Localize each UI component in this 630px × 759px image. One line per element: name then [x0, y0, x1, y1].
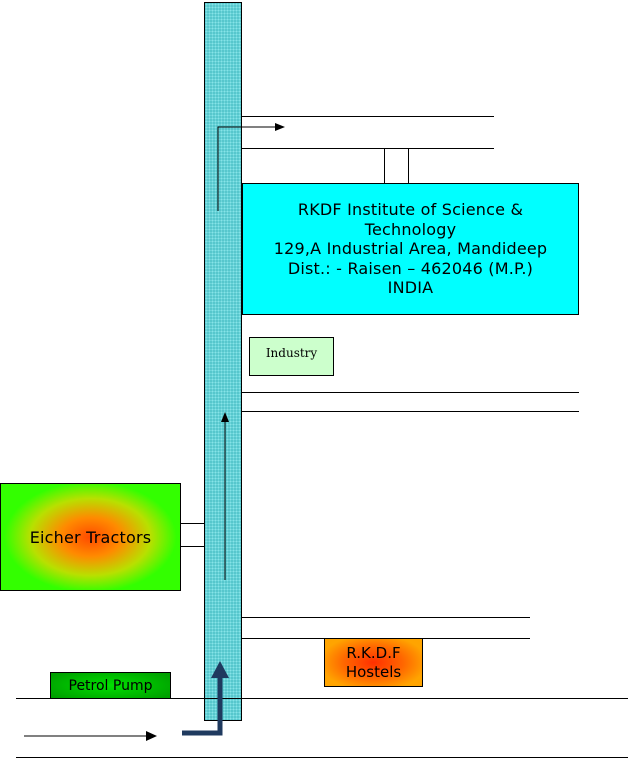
top-road-lower-line — [242, 148, 494, 149]
institute-line-2: Technology — [364, 219, 457, 239]
hostels-line-1: R.K.D.F — [346, 643, 401, 662]
institute-connector-left — [384, 148, 385, 183]
main-road — [204, 2, 242, 721]
middle-road-lower-line — [242, 411, 579, 412]
institute-line-1: RKDF Institute of Science & — [297, 200, 524, 220]
upward-direction-arrow — [221, 412, 229, 580]
industry-label: Industry — [265, 346, 318, 360]
industry-box: Industry — [249, 337, 334, 376]
hostels-box: R.K.D.F Hostels — [324, 638, 423, 687]
top-road-upper-line — [242, 116, 494, 117]
highway-upper-line — [16, 698, 628, 699]
institute-line-5: INDIA — [387, 278, 434, 298]
institute-line-3: 129,A Industrial Area, Mandideep — [273, 239, 548, 259]
highway-lower-line — [16, 757, 628, 758]
institute-line-4: Dist.: - Raisen – 462046 (M.P.) — [287, 258, 534, 278]
eicher-tractors-label: Eicher Tractors — [29, 527, 152, 547]
institute-connector-right — [408, 148, 409, 183]
eicher-road-upper-line — [181, 523, 204, 524]
eicher-tractors-box: Eicher Tractors — [0, 483, 181, 591]
highway-direction-arrow — [24, 731, 157, 741]
petrol-pump-box: Petrol Pump — [50, 672, 171, 699]
hostels-line-2: Hostels — [345, 662, 402, 681]
hostel-road-upper-line — [242, 617, 530, 618]
middle-road-upper-line — [242, 392, 579, 393]
turn-onto-main-road-arrow — [182, 661, 229, 736]
institute-box: RKDF Institute of Science & Technology 1… — [242, 183, 579, 315]
petrol-pump-label: Petrol Pump — [68, 677, 153, 694]
eicher-road-lower-line — [181, 546, 204, 547]
turn-right-arrow — [217, 123, 285, 211]
